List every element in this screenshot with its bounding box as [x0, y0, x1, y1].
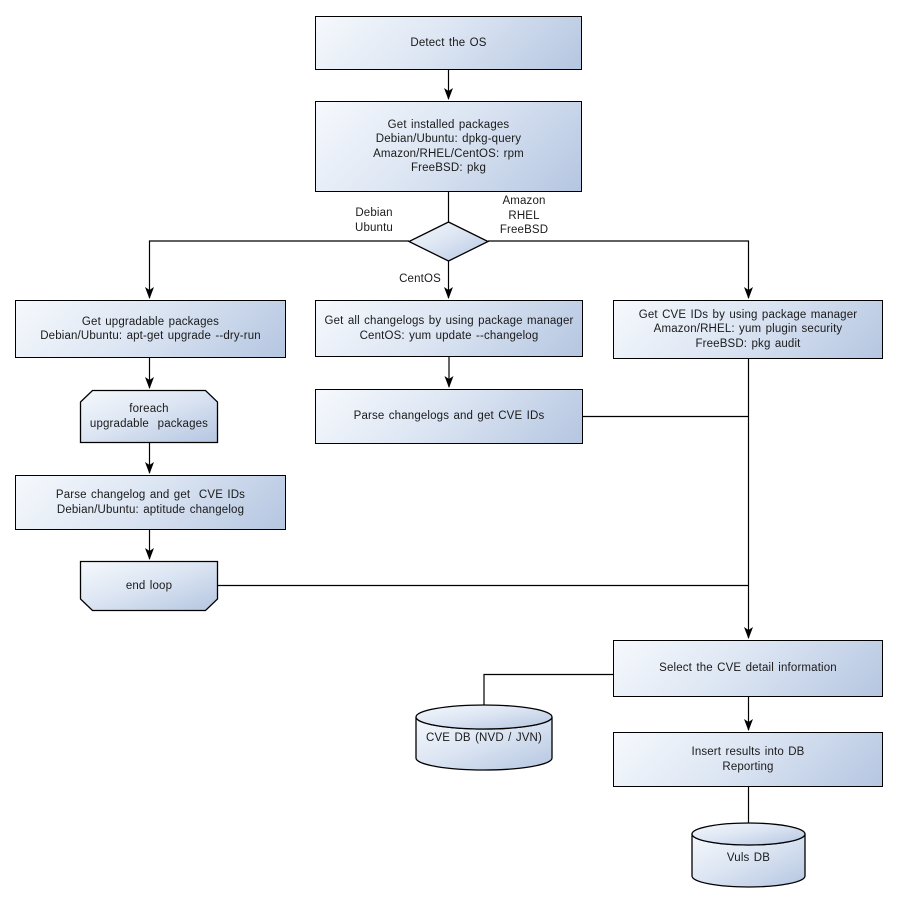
- node-parse-changelogs: Parse changelogs and get CVE IDs: [315, 389, 583, 444]
- vuls-db-cylinder-top: [691, 822, 806, 846]
- branch-label-text: Debian: [355, 207, 393, 219]
- node-text: Insert results into DB: [691, 746, 805, 758]
- node-get-installed-packages: Get installed packages Debian/Ubuntu: dp…: [315, 101, 582, 192]
- node-text: Get CVE IDs by using package manager: [638, 308, 858, 321]
- node-get-all-changelogs: Get all changelogs by using package mana…: [315, 300, 583, 357]
- node-text: FreeBSD: pkg audit: [695, 337, 801, 350]
- node-text: Reporting: [722, 760, 774, 773]
- edge-decision-right: [488, 240, 753, 299]
- node-text: CentOS: yum update --changelog: [359, 329, 539, 342]
- branch-label-centos: CentOS: [382, 272, 458, 287]
- node-text: Get all changelogs by using package mana…: [324, 315, 574, 327]
- node-text: Debian/Ubuntu: aptitude changelog: [56, 503, 245, 516]
- node-text: Parse changelog and get CVE IDs: [55, 489, 246, 501]
- node-text: Debian/Ubuntu: apt-get upgrade --dry-run: [40, 330, 261, 342]
- cve-db-cylinder-top: [415, 704, 553, 730]
- edge-decision-left: [145, 240, 409, 299]
- branch-label-text: RHEL: [508, 209, 540, 222]
- node-text: Amazon/RHEL/CentOS: rpm: [373, 147, 524, 160]
- edge-cvedb-to-select: [483, 673, 613, 705]
- node-insert-results: Insert results into DB Reporting: [613, 732, 883, 787]
- node-get-cve-ids: Get CVE IDs by using package manager Ama…: [613, 300, 883, 359]
- node-text: Parse changelogs and get CVE IDs: [353, 410, 545, 423]
- node-text: Amazon/RHEL: yum plugin security: [653, 323, 843, 336]
- os-decision-diamond: [407, 221, 490, 262]
- node-text: Debian/Ubuntu: dpkg-query: [375, 133, 522, 145]
- node-text: Select the CVE detail information: [659, 662, 837, 675]
- branch-label-text: Amazon: [502, 195, 546, 207]
- foreach-loop-shape: [79, 389, 219, 444]
- node-select-cve-detail: Select the CVE detail information: [613, 640, 883, 697]
- node-parse-changelog: Parse changelog and get CVE IDs Debian/U…: [15, 475, 286, 530]
- branch-label-debian-ubuntu: Debian Ubuntu: [336, 206, 412, 235]
- node-text: Detect the OS: [410, 36, 487, 49]
- branch-label-text: Ubuntu: [355, 221, 393, 234]
- node-text: FreeBSD: pkg: [410, 162, 487, 174]
- node-get-upgradable-packages: Get upgradable packages Debian/Ubuntu: a…: [15, 300, 286, 358]
- node-text: Get upgradable packages: [81, 315, 220, 328]
- end-loop-shape: [79, 560, 219, 612]
- branch-label-amazon-rhel-freebsd: Amazon RHEL FreeBSD: [486, 194, 562, 238]
- node-text: Get installed packages: [387, 118, 510, 131]
- branch-label-text: CentOS: [399, 273, 441, 285]
- branch-label-text: FreeBSD: [499, 224, 549, 236]
- node-detect-os: Detect the OS: [315, 16, 582, 70]
